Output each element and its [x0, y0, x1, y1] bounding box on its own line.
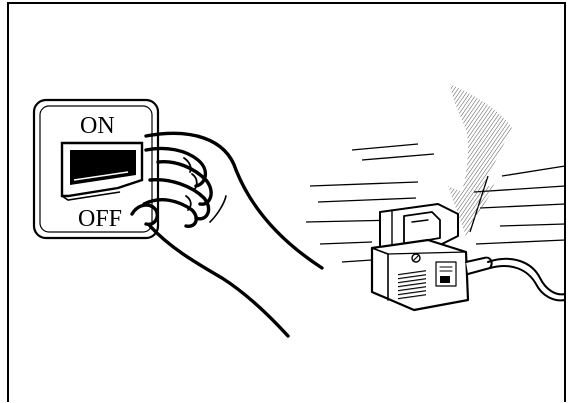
switch-off-label: OFF [78, 206, 122, 232]
switch-on-label: ON [80, 113, 115, 139]
power-cable [488, 259, 565, 301]
hand [132, 133, 322, 336]
wall-switch: ON OFF [34, 100, 158, 238]
